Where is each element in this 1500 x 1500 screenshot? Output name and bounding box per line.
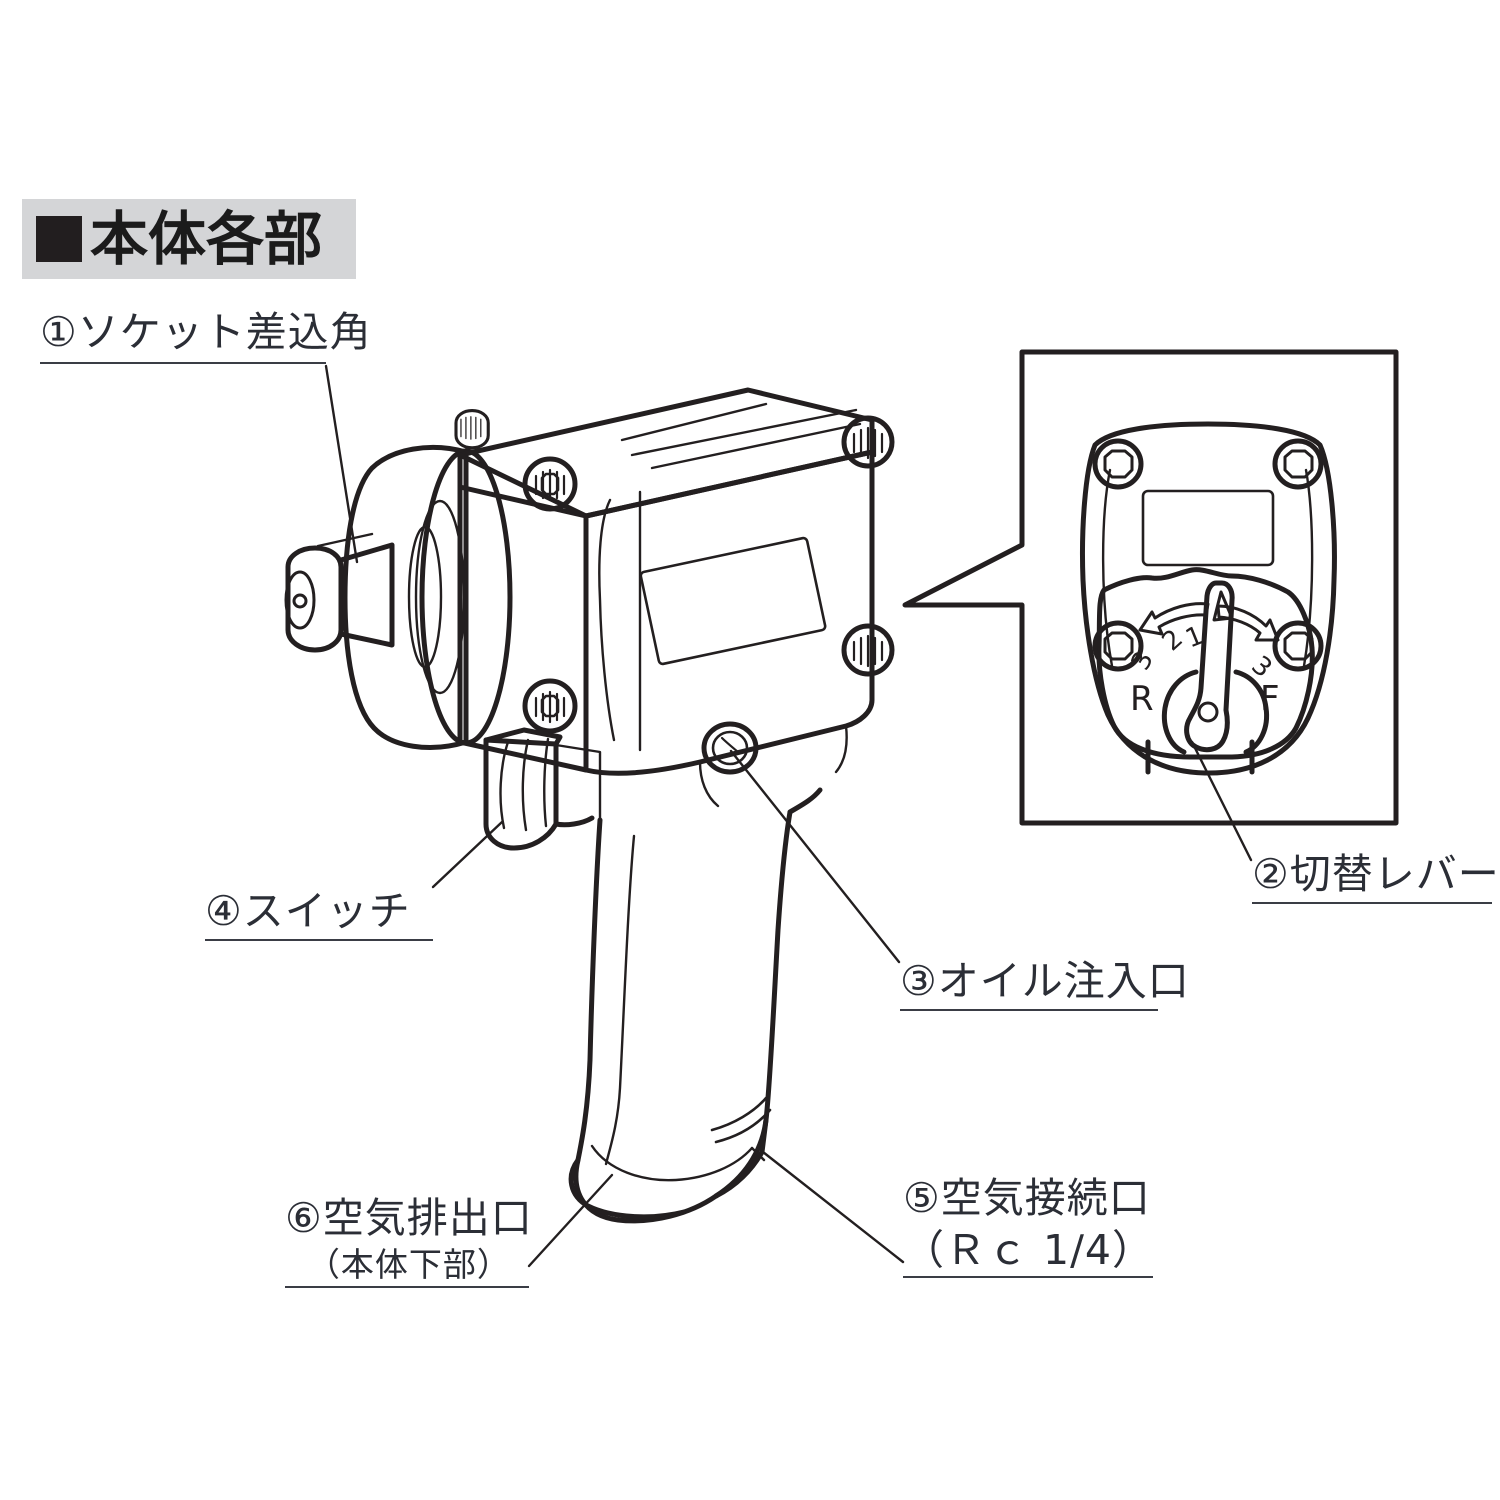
trigger-switch	[483, 727, 602, 851]
leader-switch-lever	[1190, 740, 1253, 862]
callout-air-inlet: ⑤空気接続口 （Ｒｃ 1/4）	[903, 1172, 1154, 1278]
hex-bolt-head	[1103, 449, 1314, 661]
callout-trigger-label: ④スイッチ	[205, 887, 411, 935]
callout-socket-drive-label: ①ソケット差込角	[40, 308, 372, 356]
callout-switch-lever: ②切替レバー	[1252, 848, 1500, 904]
impact-wrench	[284, 387, 895, 1224]
leader-socket-drive	[324, 364, 359, 564]
marking-F: F	[1260, 679, 1280, 719]
leader-air-inlet	[761, 1150, 905, 1264]
black-square-marker	[36, 216, 82, 262]
leader-trigger	[431, 820, 504, 889]
callout-air-exhaust-note: （本体下部）	[306, 1245, 511, 1284]
callout-trigger: ④スイッチ	[205, 885, 433, 941]
rotation-arrow-right	[1216, 604, 1280, 642]
page-title: 本体各部	[90, 205, 323, 273]
rotation-arrow-left	[1138, 602, 1210, 636]
callout-rule	[900, 1009, 1158, 1011]
callout-oil-port: ③オイル注入口	[900, 955, 1190, 1011]
leader-air-exhaust	[527, 1173, 614, 1268]
selector-lever	[1161, 580, 1270, 755]
center-triangle-mark	[1212, 590, 1234, 622]
callout-rule	[205, 939, 433, 941]
detail-lever-assembly: R F 3 2 1 3	[1080, 421, 1337, 776]
housing-bolt	[454, 409, 895, 734]
body-name-plate	[639, 536, 827, 666]
callout-air-exhaust-label: ⑥空気排出口	[285, 1194, 533, 1242]
lower-stub	[1145, 739, 1255, 775]
leader-oil-port	[729, 749, 901, 964]
square-drive-anvil	[284, 532, 395, 653]
callout-air-inlet-label: ⑤空気接続口	[903, 1174, 1151, 1222]
oil-filler-port	[701, 721, 759, 775]
motor-housing	[457, 387, 875, 808]
callout-socket-drive: ①ソケット差込角	[40, 306, 372, 364]
callout-rule	[1252, 902, 1492, 904]
detail-callout-box	[902, 349, 1399, 826]
callout-rule	[903, 1276, 1153, 1278]
hex-bolt	[1092, 438, 1324, 672]
callout-switch-lever-label: ②切替レバー	[1252, 850, 1500, 898]
marking-R: R	[1130, 679, 1154, 719]
callout-air-exhaust: ⑥空気排出口 （本体下部）	[285, 1192, 533, 1288]
section-heading: 本体各部	[22, 199, 356, 279]
grip-handle	[568, 787, 823, 1224]
callout-rule	[285, 1286, 529, 1288]
callout-oil-port-label: ③オイル注入口	[900, 957, 1190, 1005]
callout-air-inlet-spec: （Ｒｃ 1/4）	[903, 1226, 1155, 1274]
callout-rule	[40, 362, 326, 364]
